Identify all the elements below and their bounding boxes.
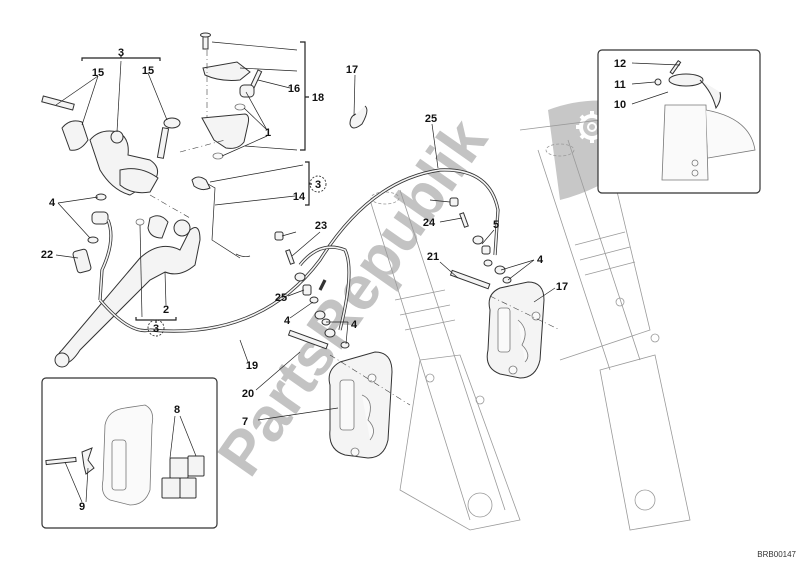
callout-1[interactable]: 1 — [265, 127, 271, 139]
reference-code: BRB00147 — [757, 550, 796, 559]
hose-clip — [349, 105, 368, 129]
callout-10[interactable]: 17 — [346, 64, 358, 76]
assembly-lines — [149, 139, 561, 406]
watermark: PartsRepublik — [205, 100, 660, 488]
circled-ref-3 — [147, 319, 165, 337]
reservoir-assembly — [200, 32, 263, 160]
callout-4[interactable]: 4 — [351, 319, 358, 331]
callout-19[interactable]: 9 — [79, 501, 85, 513]
callout-23[interactable]: 25 — [425, 113, 437, 125]
brake-hoses — [98, 168, 500, 333]
fork-clamp-inset — [597, 49, 761, 194]
callout-12[interactable]: 18 — [312, 92, 324, 104]
callout-3[interactable]: 3 — [118, 47, 124, 59]
callout-3-ref[interactable]: 3 — [315, 179, 321, 191]
callout-5[interactable]: 5 — [493, 219, 499, 231]
brake-caliper-left — [328, 351, 393, 459]
leader-lines — [55, 41, 556, 421]
brake-caliper-right — [486, 281, 545, 379]
callout-9[interactable]: 16 — [288, 83, 300, 95]
fork-outline — [369, 119, 691, 531]
callout-4[interactable]: 4 — [284, 315, 291, 327]
callout-6[interactable]: 14 — [293, 191, 306, 203]
callout-2[interactable]: 2 — [163, 304, 169, 316]
callout-13[interactable]: 19 — [246, 360, 258, 372]
callout-16[interactable]: 22 — [41, 249, 53, 261]
callout-labels: 3 15 15 16 18 1 17 3 14 4 22 2 3 25 23 2… — [41, 47, 626, 513]
callout-17[interactable]: 24 — [423, 217, 436, 229]
callout-22[interactable]: 12 — [614, 58, 626, 70]
master-cylinder-assembly — [41, 95, 251, 368]
callout-17[interactable]: 23 — [315, 220, 327, 232]
callout-20[interactable]: 10 — [614, 99, 626, 111]
callout-15[interactable]: 20 — [242, 388, 254, 400]
callout-4[interactable]: 4 — [537, 254, 544, 266]
callout-15[interactable]: 21 — [427, 251, 439, 263]
callout-14[interactable]: 7 — [242, 416, 248, 428]
callout-4[interactable]: 4 — [49, 197, 56, 209]
brake-pads-inset — [41, 377, 218, 529]
callout-8[interactable]: 15 — [92, 67, 104, 79]
callout-7[interactable]: 15 — [142, 65, 154, 77]
callout-18[interactable]: 8 — [174, 404, 180, 416]
callout-21[interactable]: 11 — [614, 79, 626, 91]
callout-3-ref[interactable]: 3 — [153, 323, 159, 335]
circled-ref-3 — [309, 175, 327, 193]
small-fittings — [274, 197, 512, 350]
callout-11[interactable]: 17 — [556, 281, 568, 293]
callout-24[interactable]: 25 — [275, 292, 287, 304]
